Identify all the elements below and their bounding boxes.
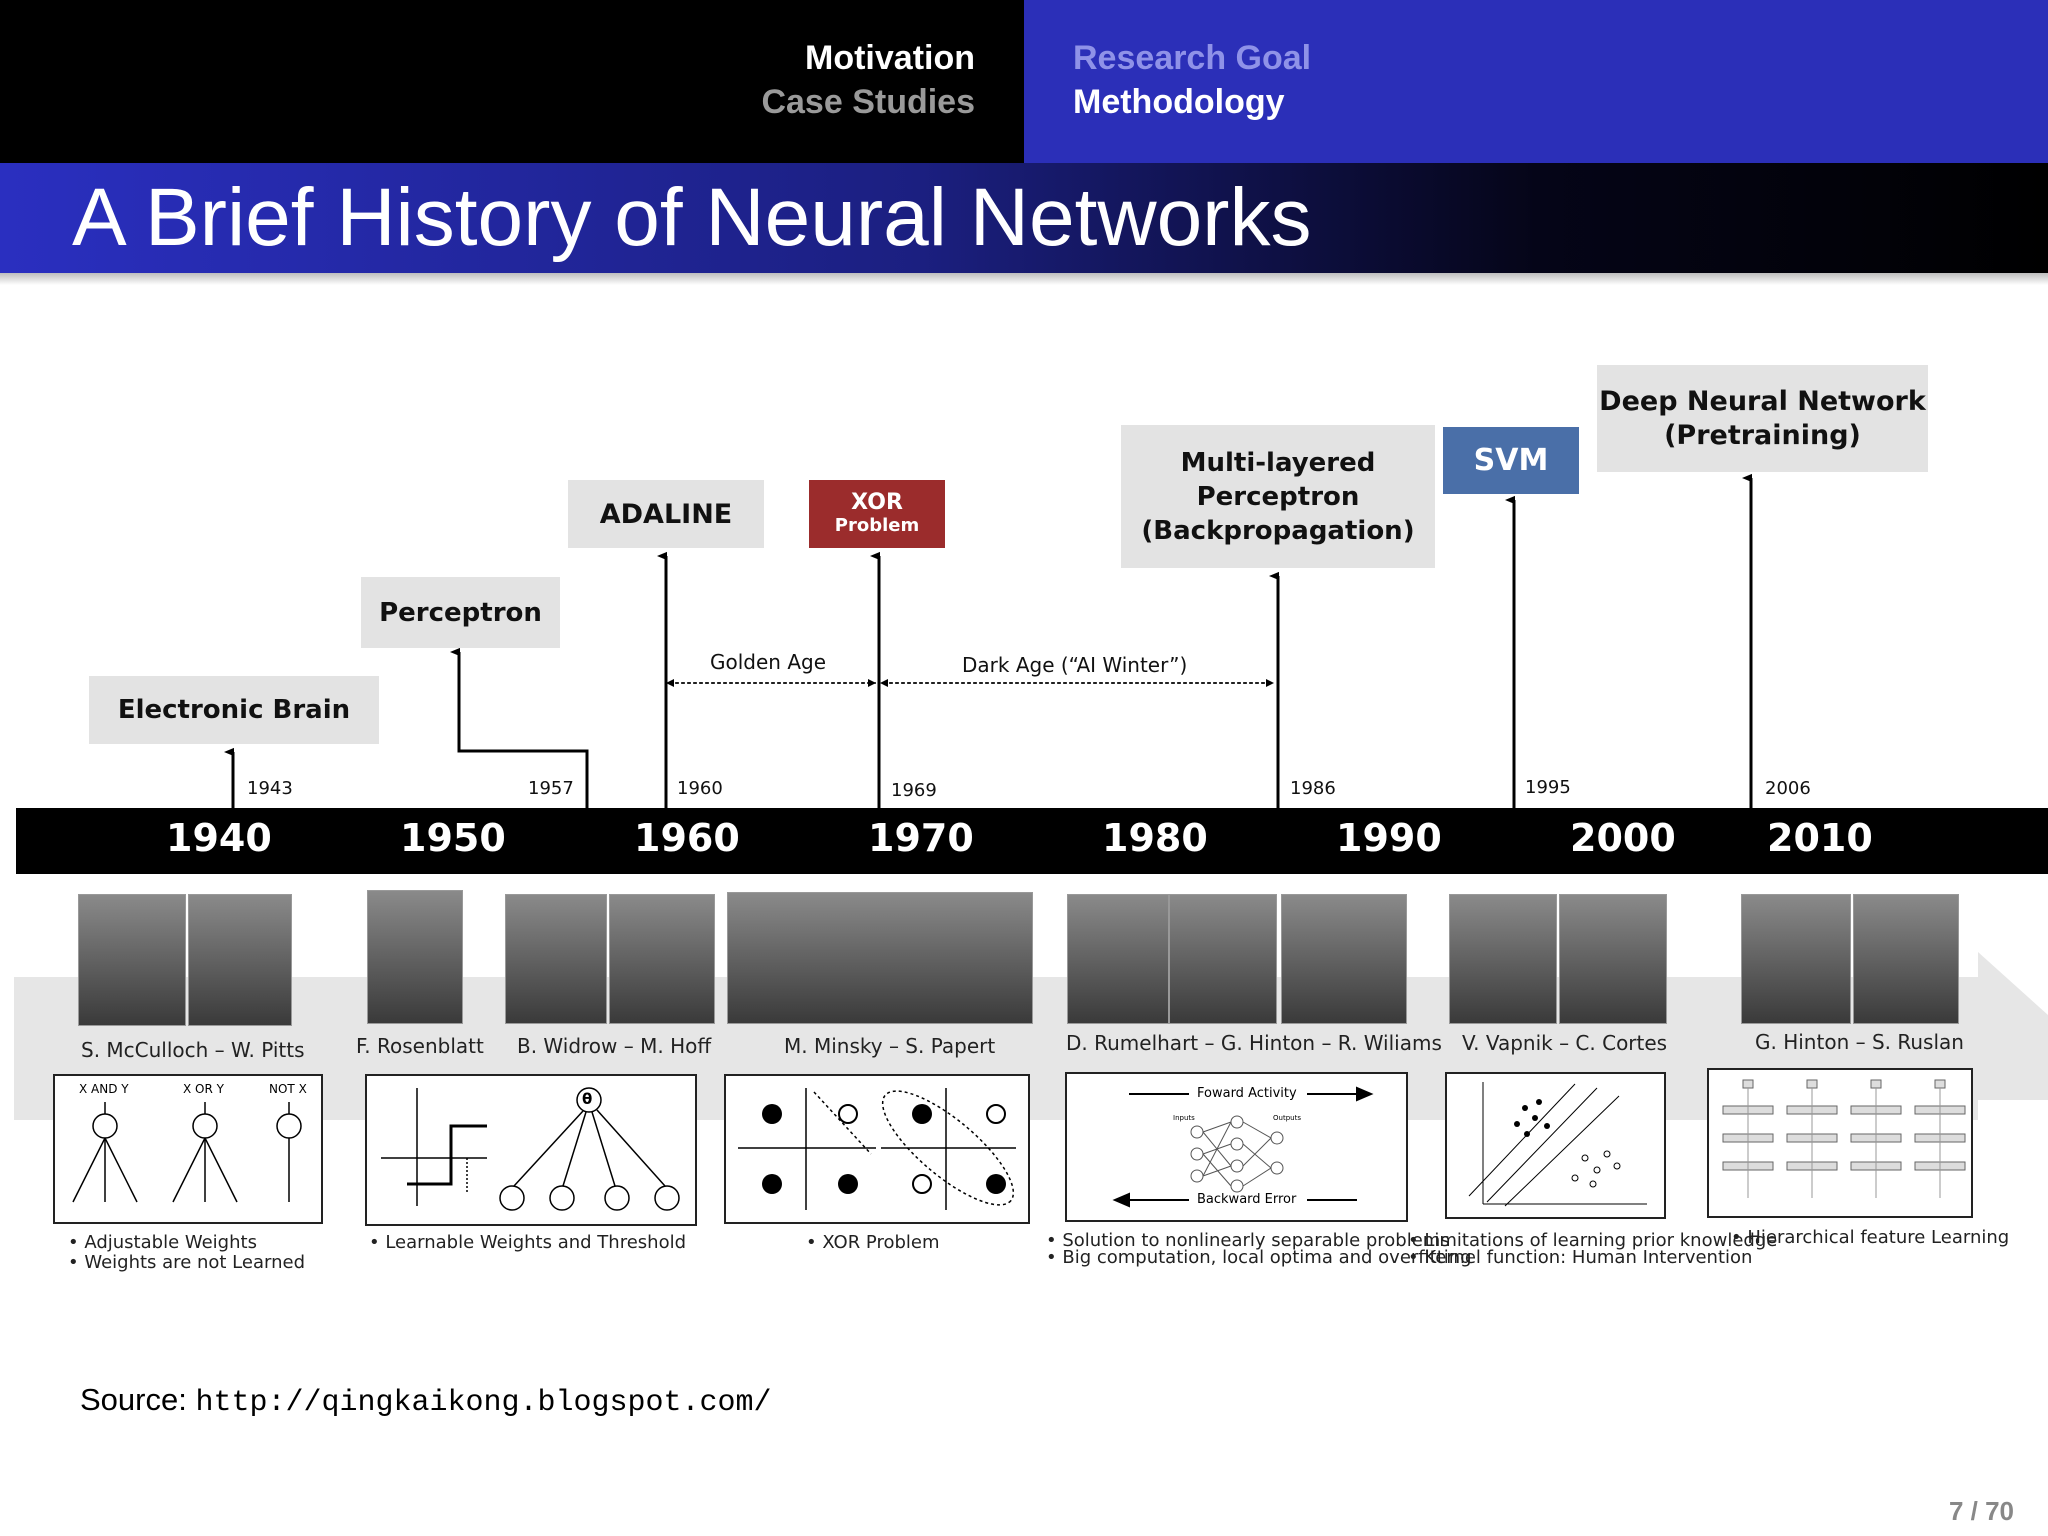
gate-or-label: X OR Y bbox=[183, 1082, 224, 1096]
nav-case-studies[interactable]: Case Studies bbox=[761, 83, 975, 121]
decade-1990: 1990 bbox=[1336, 816, 1442, 860]
logic-gates-diagram bbox=[72, 1102, 302, 1203]
nav-research-goal[interactable]: Research Goal bbox=[1073, 39, 1312, 77]
note-mcculloch-1: • Adjustable Weights bbox=[68, 1232, 257, 1253]
xor-diagram bbox=[738, 1088, 1016, 1210]
figure-dnn bbox=[1707, 1068, 1973, 1218]
forward-activity-label: Foward Activity bbox=[1197, 1086, 1297, 1101]
decade-1970: 1970 bbox=[868, 816, 974, 860]
photo-minsky-papert bbox=[727, 892, 1033, 1024]
photo-mcculloch bbox=[78, 894, 186, 1026]
theta-symbol: θ bbox=[582, 1090, 593, 1108]
nav-section-left bbox=[0, 0, 1024, 163]
source-url[interactable]: http://qingkaikong.blogspot.com/ bbox=[195, 1386, 772, 1420]
caption-rumelhart-hinton-williams: D. Rumelhart – G. Hinton – R. Wiliams bbox=[1066, 1031, 1442, 1055]
photo-widrow bbox=[505, 894, 607, 1024]
photo-hinton bbox=[1169, 894, 1277, 1024]
figure-perceptron: θ bbox=[365, 1074, 697, 1226]
caption-widrow-hoff: B. Widrow – M. Hoff bbox=[517, 1034, 712, 1058]
photo-pitts bbox=[188, 894, 292, 1026]
milestone-xor-problem: XOR Problem bbox=[809, 480, 945, 548]
year-1969: 1969 bbox=[891, 780, 937, 801]
decade-1980: 1980 bbox=[1102, 816, 1208, 860]
photo-ruslan bbox=[1853, 894, 1959, 1024]
dnn-diagram bbox=[1722, 1079, 1966, 1198]
timeline-bar bbox=[16, 808, 2048, 874]
era-dark-age: Dark Age (“AI Winter”) bbox=[962, 653, 1188, 677]
caption-rosenblatt: F. Rosenblatt bbox=[356, 1034, 484, 1058]
note-mcculloch-2: • Weights are not Learned bbox=[68, 1252, 305, 1273]
year-2006: 2006 bbox=[1765, 778, 1811, 799]
decade-2010: 2010 bbox=[1767, 816, 1873, 860]
figure-backprop: Foward Activity Backward Error Inputs Ou… bbox=[1065, 1072, 1408, 1222]
year-1943: 1943 bbox=[247, 778, 293, 799]
source-label: Source: bbox=[80, 1382, 187, 1417]
backprop-diagram bbox=[1112, 1086, 1374, 1208]
note-rosenblatt-1: • Learnable Weights and Threshold bbox=[369, 1232, 687, 1253]
note-vapnik-2: • Kernel function: Human Intervention bbox=[1408, 1247, 1753, 1268]
photo-rosenblatt bbox=[367, 890, 463, 1024]
decade-1960: 1960 bbox=[634, 816, 740, 860]
nav-methodology[interactable]: Methodology bbox=[1073, 83, 1285, 121]
page-number: 7 / 70 bbox=[1948, 1496, 2014, 1526]
outputs-label: Outputs bbox=[1273, 1114, 1301, 1122]
inputs-label: Inputs bbox=[1173, 1114, 1195, 1122]
milestone-electronic-brain: Electronic Brain bbox=[89, 676, 379, 744]
title-bar bbox=[0, 163, 2048, 273]
page-title: A Brief History of Neural Networks bbox=[72, 172, 1312, 263]
year-1957: 1957 bbox=[528, 778, 574, 799]
backward-error-label: Backward Error bbox=[1197, 1192, 1297, 1207]
year-1995: 1995 bbox=[1525, 777, 1571, 798]
timeline-connectors bbox=[0, 0, 1753, 808]
era-golden-age: Golden Age bbox=[710, 650, 827, 674]
milestone-adaline: ADALINE bbox=[568, 480, 764, 548]
perceptron-diagram bbox=[381, 1087, 680, 1211]
source-line: Source: http://qingkaikong.blogspot.com/ bbox=[80, 1382, 772, 1420]
photo-rumelhart bbox=[1067, 894, 1169, 1024]
milestone-svm: SVM bbox=[1443, 427, 1579, 494]
gate-and-label: X AND Y bbox=[79, 1082, 129, 1096]
milestone-mlp: Multi-layered Perceptron (Backpropagatio… bbox=[1121, 425, 1435, 568]
title-bar-shadow bbox=[0, 273, 2048, 285]
decade-1950: 1950 bbox=[400, 816, 506, 860]
figure-svm bbox=[1445, 1072, 1666, 1219]
note-vapnik-1: • Limitations of learning prior knowledg… bbox=[1408, 1230, 1778, 1251]
caption-minsky-papert: M. Minsky – S. Papert bbox=[784, 1034, 996, 1058]
gate-not-label: NOT X bbox=[269, 1082, 307, 1096]
photo-cortes bbox=[1559, 894, 1667, 1024]
decade-2000: 2000 bbox=[1570, 816, 1676, 860]
figure-logic-gates: X AND Y X OR Y NOT X bbox=[53, 1074, 323, 1224]
svm-diagram bbox=[1468, 1082, 1647, 1207]
note-rumelhart-1: • Solution to nonlinearly separable prob… bbox=[1046, 1230, 1450, 1251]
photo-hinton-2 bbox=[1741, 894, 1851, 1024]
caption-hinton-ruslan: G. Hinton – S. Ruslan bbox=[1755, 1030, 1964, 1054]
milestone-dnn: Deep Neural Network (Pretraining) bbox=[1597, 365, 1928, 472]
note-minsky-1: • XOR Problem bbox=[806, 1232, 940, 1253]
photo-hoff bbox=[609, 894, 715, 1024]
nav-section-right bbox=[1024, 0, 2048, 163]
nav-motivation[interactable]: Motivation bbox=[805, 39, 975, 77]
photo-williams bbox=[1281, 894, 1407, 1024]
note-hinton-1: • Hierarchical feature Learning bbox=[1731, 1227, 2010, 1248]
year-1960: 1960 bbox=[677, 778, 723, 799]
caption-vapnik-cortes: V. Vapnik – C. Cortes bbox=[1462, 1031, 1668, 1055]
caption-mcculloch-pitts: S. McCulloch – W. Pitts bbox=[81, 1038, 305, 1062]
decade-1940: 1940 bbox=[166, 816, 272, 860]
photo-vapnik bbox=[1449, 894, 1557, 1024]
milestone-perceptron: Perceptron bbox=[361, 577, 560, 648]
figure-xor bbox=[724, 1074, 1030, 1224]
year-1986: 1986 bbox=[1290, 778, 1336, 799]
note-rumelhart-2: • Big computation, local optima and over… bbox=[1046, 1247, 1472, 1268]
